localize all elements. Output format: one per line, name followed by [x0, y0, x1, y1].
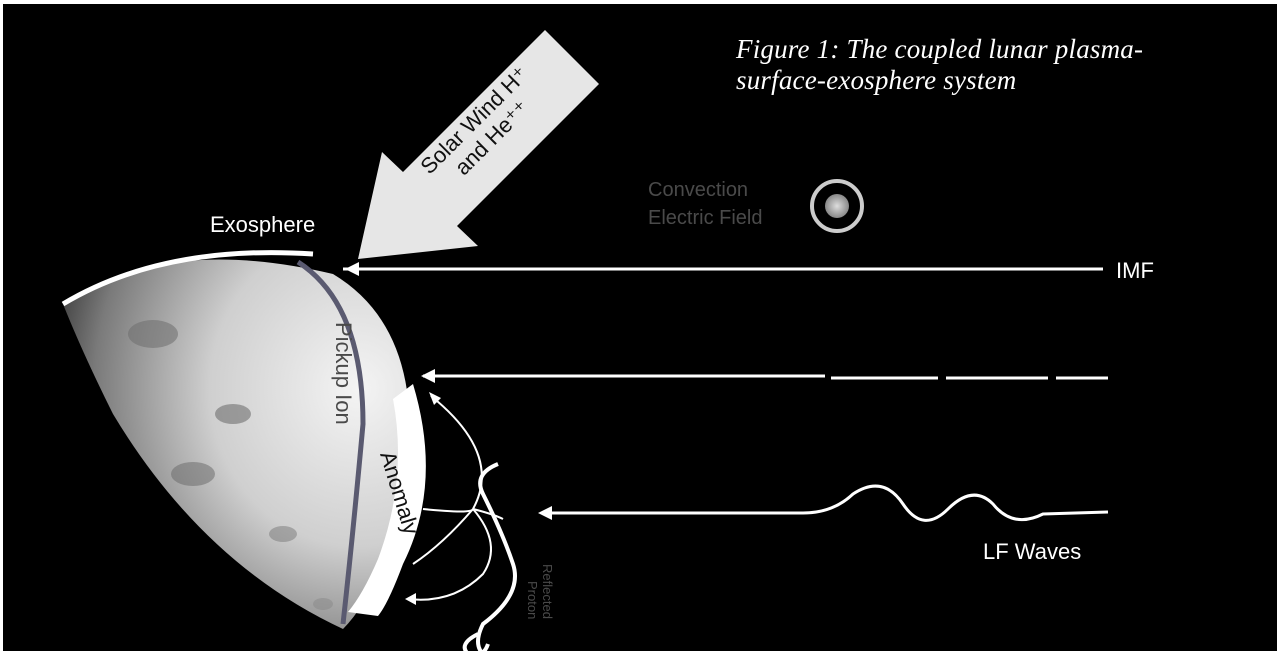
reflected-proton-path — [478, 464, 515, 651]
reflected-label-line2: Proton — [525, 581, 540, 619]
figure: Solar Wind H⁺ and He⁺⁺ Exosphere Convect… — [3, 4, 1277, 651]
caption-line1: Figure 1: The coupled lunar plasma- — [736, 34, 1256, 65]
caption-line2: surface-exosphere system — [736, 65, 1256, 96]
dashed-field-line — [421, 369, 1108, 383]
exosphere-label: Exosphere — [210, 212, 315, 237]
solar-wind-arrow: Solar Wind H⁺ and He⁺⁺ — [358, 30, 599, 259]
convection-label-line2: Electric Field — [648, 207, 762, 229]
reflected-label-line1: Reflected — [540, 564, 555, 619]
field-out-of-page-icon — [812, 181, 862, 231]
lf-waves-label: LF Waves — [983, 539, 1081, 564]
convection-label-line1: Convection — [648, 179, 748, 201]
diagram-canvas: Solar Wind H⁺ and He⁺⁺ Exosphere Convect… — [3, 4, 1277, 651]
anomaly-arrowhead-bottom — [405, 593, 416, 605]
lf-waves-arrowhead — [538, 506, 552, 520]
moon — [63, 259, 410, 629]
pickup-ion-label: Pickup Ion — [331, 322, 356, 425]
figure-caption: Figure 1: The coupled lunar plasma- surf… — [736, 34, 1256, 96]
lf-waves-line — [543, 486, 1108, 520]
imf-arrowhead — [345, 262, 359, 276]
imf-label: IMF — [1116, 258, 1154, 283]
